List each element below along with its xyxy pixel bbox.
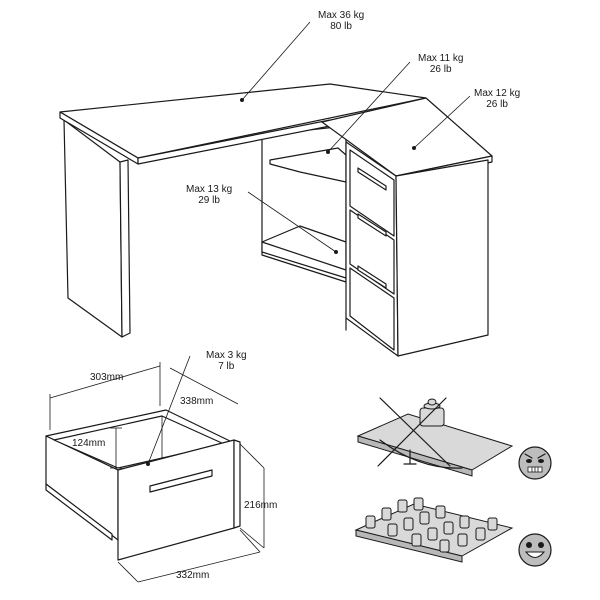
correct-loading-example — [354, 497, 552, 567]
lower-shelf-load-kg: Max 13 kg — [186, 184, 233, 195]
dim-332-line — [137, 551, 261, 583]
desk-left-leg — [63, 119, 123, 338]
drawer-handle-3 — [357, 265, 387, 289]
desk — [59, 83, 493, 357]
dim-drawer-depth: 338mm — [180, 396, 214, 407]
cabinet-top-load-label: Max 12 kg 26 lb — [474, 88, 520, 110]
dim-338-line — [169, 367, 239, 405]
drawer-detail-handle — [149, 469, 213, 493]
desk-left-leg-edge — [119, 159, 131, 338]
upper-shelf-load-label: Max 11 kg 26 lb — [418, 53, 463, 75]
drawer-load-kg: Max 3 kg — [206, 350, 247, 361]
desktop-load-kg: Max 36 kg — [318, 10, 365, 21]
dim-drawer-front-width: 332mm — [176, 570, 210, 581]
drawer-load-lb: 7 lb — [218, 361, 235, 372]
dim-303-line — [49, 365, 161, 399]
drawer-detail — [45, 355, 265, 583]
correct-shelf-edge — [355, 529, 463, 563]
desktop-load-label: Max 36 kg 80 lb — [318, 10, 364, 32]
upper-shelf-load-kg: Max 11 kg — [418, 53, 464, 64]
desk-leaders — [240, 21, 471, 254]
cross-mark-icon — [379, 397, 451, 467]
dim-drawer-inner-height: 124mm — [72, 438, 106, 449]
desktop-load-lb: 80 lb — [330, 21, 352, 32]
cabinet-top-load-kg: Max 12 kg — [474, 88, 521, 99]
heavy-weight — [419, 407, 445, 427]
cabinet-side — [395, 159, 489, 357]
upper-shelf-load-lb: 26 lb — [429, 64, 452, 75]
small-weights — [365, 497, 498, 553]
wrong-loading-example — [356, 397, 552, 480]
cabinet-top-load-lb: 26 lb — [486, 99, 508, 110]
angry-face-icon — [518, 446, 552, 480]
lower-shelf-load-label: Max 13 kg 29 lb — [186, 184, 232, 206]
happy-face-icon — [518, 533, 552, 567]
drawer-handle-1 — [357, 167, 387, 191]
lower-shelf-load-lb: 29 lb — [198, 195, 220, 206]
dim-drawer-front-height: 216mm — [244, 500, 278, 511]
cabinet-drawer-3 — [349, 267, 395, 351]
drawer-front-edge — [233, 439, 241, 529]
drawer-runner — [45, 483, 113, 541]
dim-drawer-width-back: 303mm — [90, 372, 124, 383]
drawer-load-label: Max 3 kg 7 lb — [206, 350, 247, 372]
drawer-handle-2 — [357, 213, 387, 237]
wrong-shelf-edge — [357, 435, 473, 477]
